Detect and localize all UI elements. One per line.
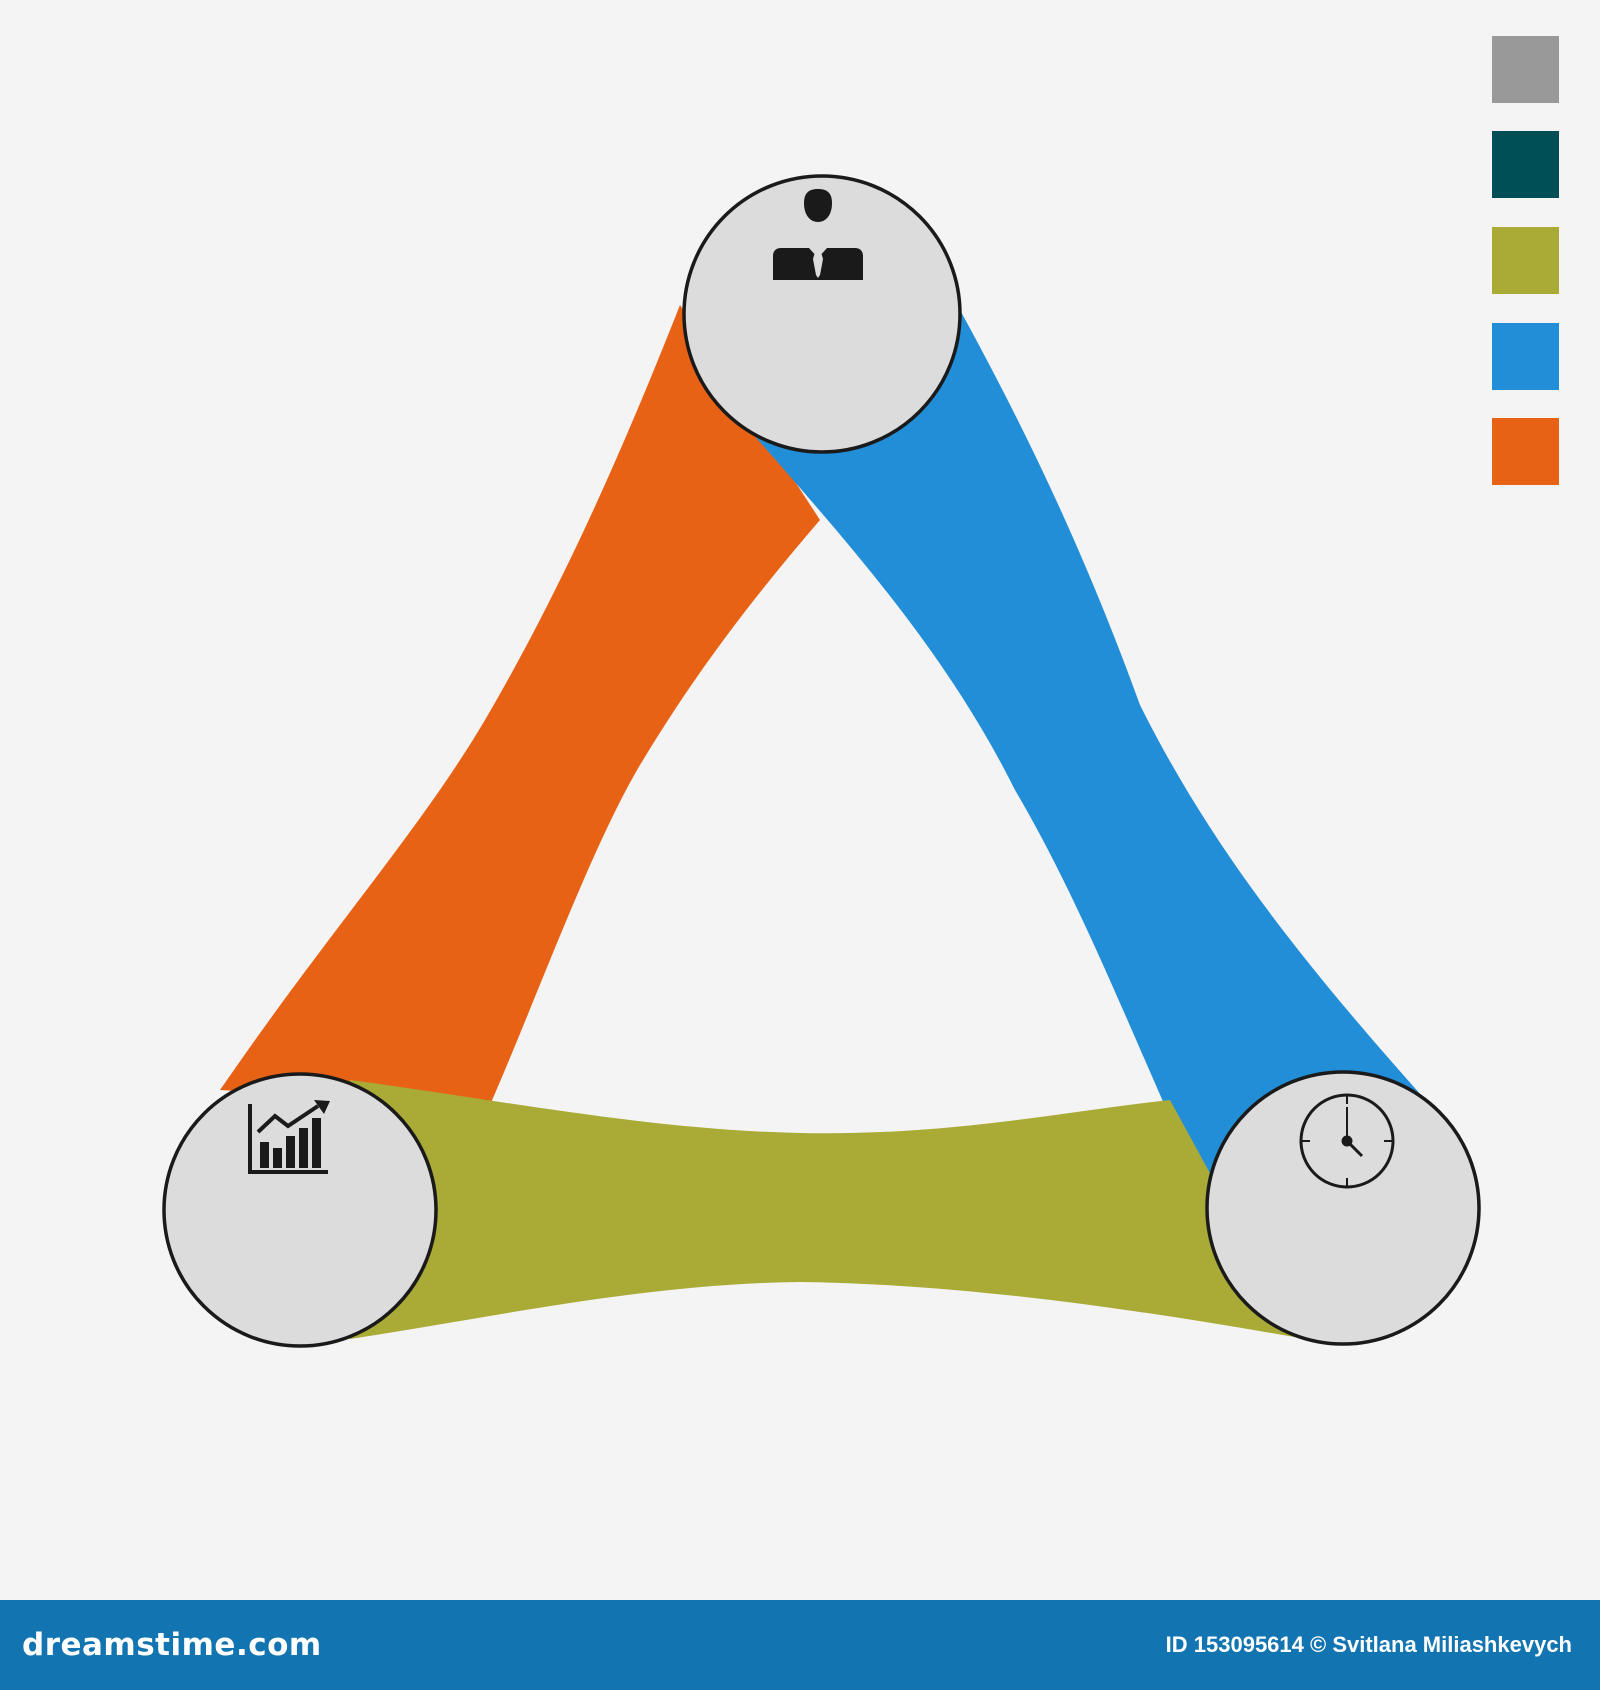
watermark-footer: dreamstime.com ID 153095614 © Svitlana M… — [0, 1600, 1600, 1690]
clock-icon — [1299, 1093, 1395, 1189]
swatch-gray — [1492, 36, 1559, 103]
growth-chart-icon — [248, 1100, 330, 1174]
swatch-olive — [1492, 227, 1559, 294]
node-right-circle — [1205, 1070, 1481, 1346]
blue-band — [745, 310, 1430, 1185]
triangle-diagram — [162, 174, 1481, 1348]
swatch-orange — [1492, 418, 1559, 485]
node-right[interactable] — [1205, 1070, 1481, 1346]
node-left-circle — [162, 1072, 438, 1348]
businessman-icon — [773, 189, 863, 280]
swatch-dark-teal — [1492, 131, 1559, 198]
footer-credit: ID 153095614 © Svitlana Miliashkevych — [1165, 1632, 1572, 1657]
orange-band — [220, 305, 820, 1105]
node-top[interactable] — [682, 174, 962, 454]
swatch-blue — [1492, 323, 1559, 390]
node-top-circle — [682, 174, 962, 454]
infographic — [162, 36, 1559, 1348]
footer-brand[interactable]: dreamstime.com — [22, 1627, 322, 1663]
node-left[interactable] — [162, 1072, 438, 1348]
olive-band — [350, 1080, 1300, 1339]
